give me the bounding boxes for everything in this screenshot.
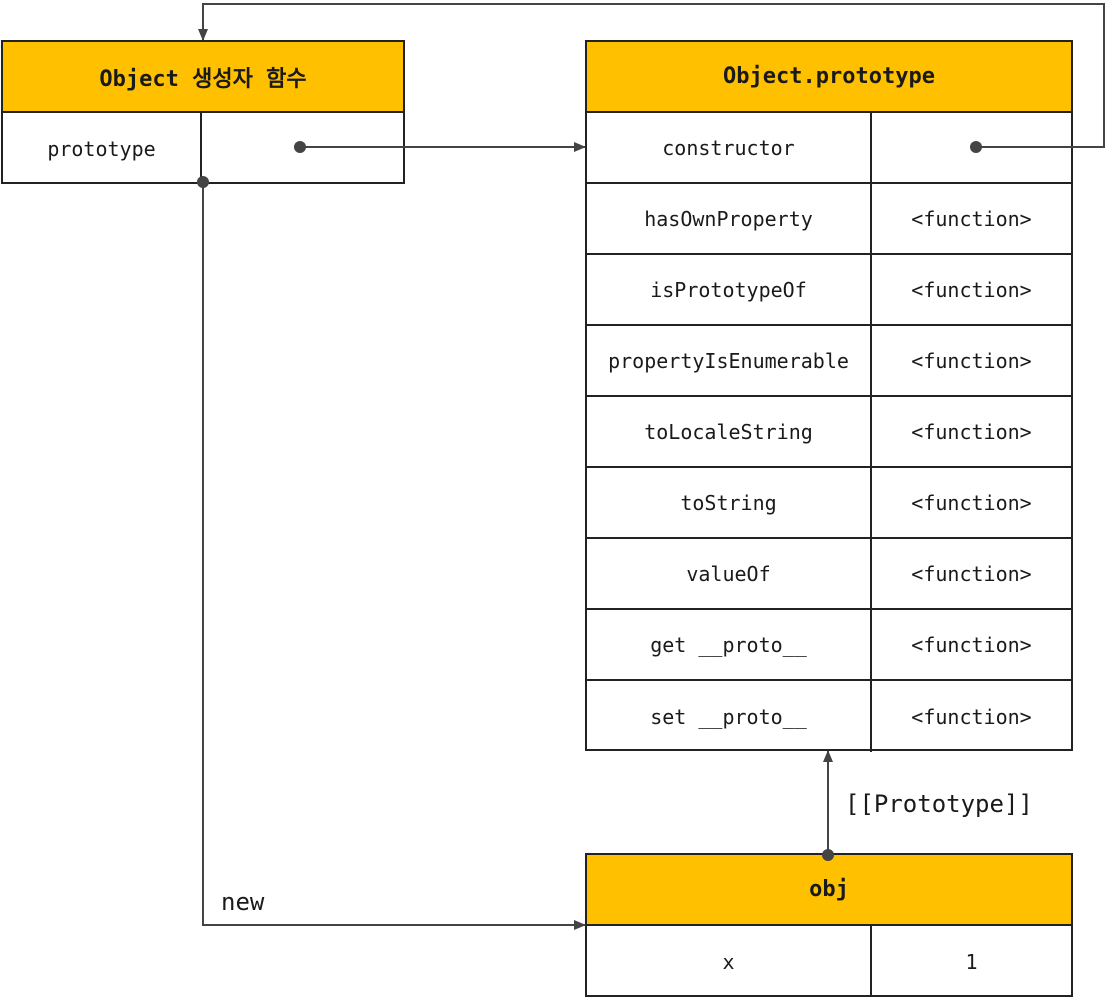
property-key: toLocaleString xyxy=(587,397,872,466)
property-key: prototype xyxy=(3,113,202,184)
property-key: get __proto__ xyxy=(587,610,872,679)
property-value: <function> xyxy=(911,277,1032,302)
property-value: <function> xyxy=(911,348,1032,373)
table-row: toString <function> xyxy=(587,468,1071,539)
object-constructor-title: Object 생성자 함수 xyxy=(3,42,403,113)
table-row: prototype xyxy=(3,113,403,184)
property-key: valueOf xyxy=(587,539,872,608)
property-key: set __proto__ xyxy=(587,681,872,752)
property-value: <function> xyxy=(911,490,1032,515)
table-row: constructor xyxy=(587,113,1071,184)
table-row: toLocaleString <function> xyxy=(587,397,1071,468)
property-key: x xyxy=(587,926,872,997)
table-row: set __proto__ <function> xyxy=(587,681,1071,752)
property-key: constructor xyxy=(587,113,872,182)
object-prototype-title: Object.prototype xyxy=(587,42,1071,113)
obj-instance-box: obj x 1 xyxy=(585,853,1073,997)
object-constructor-box: Object 생성자 함수 prototype xyxy=(1,40,405,184)
table-row: x 1 xyxy=(587,926,1071,997)
property-value xyxy=(202,113,403,184)
prototype-edge-label: [[Prototype]] xyxy=(845,790,1033,818)
property-key: propertyIsEnumerable xyxy=(587,326,872,395)
new-edge-label: new xyxy=(221,888,265,916)
property-value: <function> xyxy=(911,419,1032,444)
obj-instance-title: obj xyxy=(587,855,1071,926)
table-row: valueOf <function> xyxy=(587,539,1071,610)
table-row: isPrototypeOf <function> xyxy=(587,255,1071,326)
object-prototype-box: Object.prototype constructor hasOwnPrope… xyxy=(585,40,1073,752)
property-value: 1 xyxy=(965,949,978,974)
table-row: hasOwnProperty <function> xyxy=(587,184,1071,255)
property-key: isPrototypeOf xyxy=(587,255,872,324)
edge-line xyxy=(202,182,586,930)
prototype-link-edge xyxy=(822,750,834,861)
new-instance-edge xyxy=(197,176,586,930)
table-row: get __proto__ <function> xyxy=(587,610,1071,681)
property-value: <function> xyxy=(911,561,1032,586)
property-key: hasOwnProperty xyxy=(587,184,872,253)
property-value xyxy=(872,113,1071,182)
table-row: propertyIsEnumerable <function> xyxy=(587,326,1071,397)
property-value: <function> xyxy=(911,206,1032,231)
property-value: <function> xyxy=(911,632,1032,657)
property-value: <function> xyxy=(911,704,1032,729)
property-key: toString xyxy=(587,468,872,537)
